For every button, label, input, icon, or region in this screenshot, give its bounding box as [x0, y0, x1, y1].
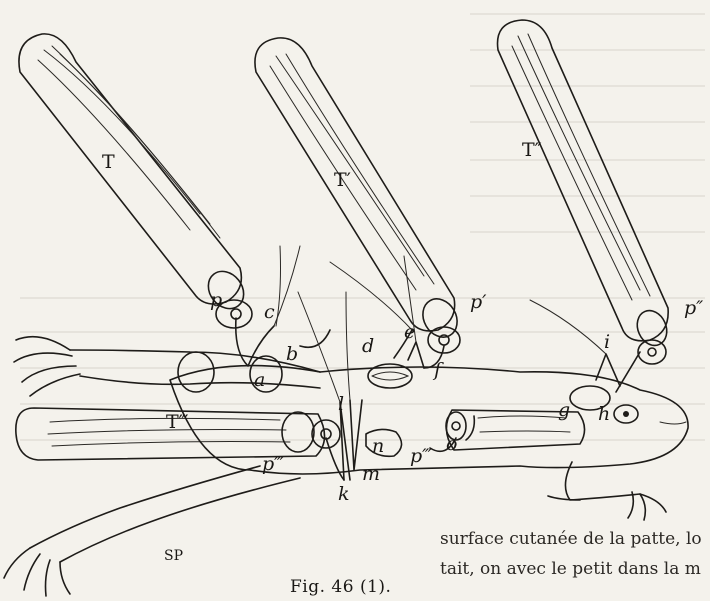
label-l: l	[338, 393, 344, 415]
label-f: f	[432, 359, 444, 381]
label-o: o	[446, 433, 457, 455]
bleed-line-2: tait, on avec le petit dans la m	[440, 559, 701, 579]
label-p-double-prime: p″	[684, 297, 703, 319]
label-i: i	[604, 331, 610, 353]
label-p: p	[210, 289, 222, 311]
label-p-prime: p′	[470, 291, 487, 313]
label-t: T	[102, 151, 115, 173]
tube-t	[19, 34, 252, 328]
figure-caption: Fig. 46 (1).	[290, 577, 391, 597]
tube-t-double-prime	[498, 20, 673, 364]
label-h: h	[598, 403, 610, 425]
label-t-triple-prime: T‴	[166, 411, 189, 433]
label-b: b	[286, 343, 298, 365]
label-c: c	[264, 301, 275, 323]
show-through-text	[20, 14, 705, 440]
label-p-triple-prime-left: p‴	[262, 453, 284, 475]
frog-body	[4, 337, 688, 596]
label-t-double-prime: T″	[522, 139, 542, 161]
label-k: k	[338, 483, 350, 505]
label-g: g	[558, 399, 570, 421]
label-p-triple-prime-right: p‴	[410, 445, 432, 467]
label-d: d	[362, 335, 374, 357]
label-a: a	[254, 369, 265, 391]
bleed-line-1: surface cutanée de la patte, lo	[440, 529, 702, 549]
label-m: m	[362, 463, 380, 485]
label-e: e	[404, 321, 415, 343]
engraver-monogram: SP	[164, 548, 183, 564]
tube-t-prime	[255, 38, 464, 353]
label-n: n	[372, 435, 384, 457]
label-t-prime: T′	[334, 169, 351, 191]
